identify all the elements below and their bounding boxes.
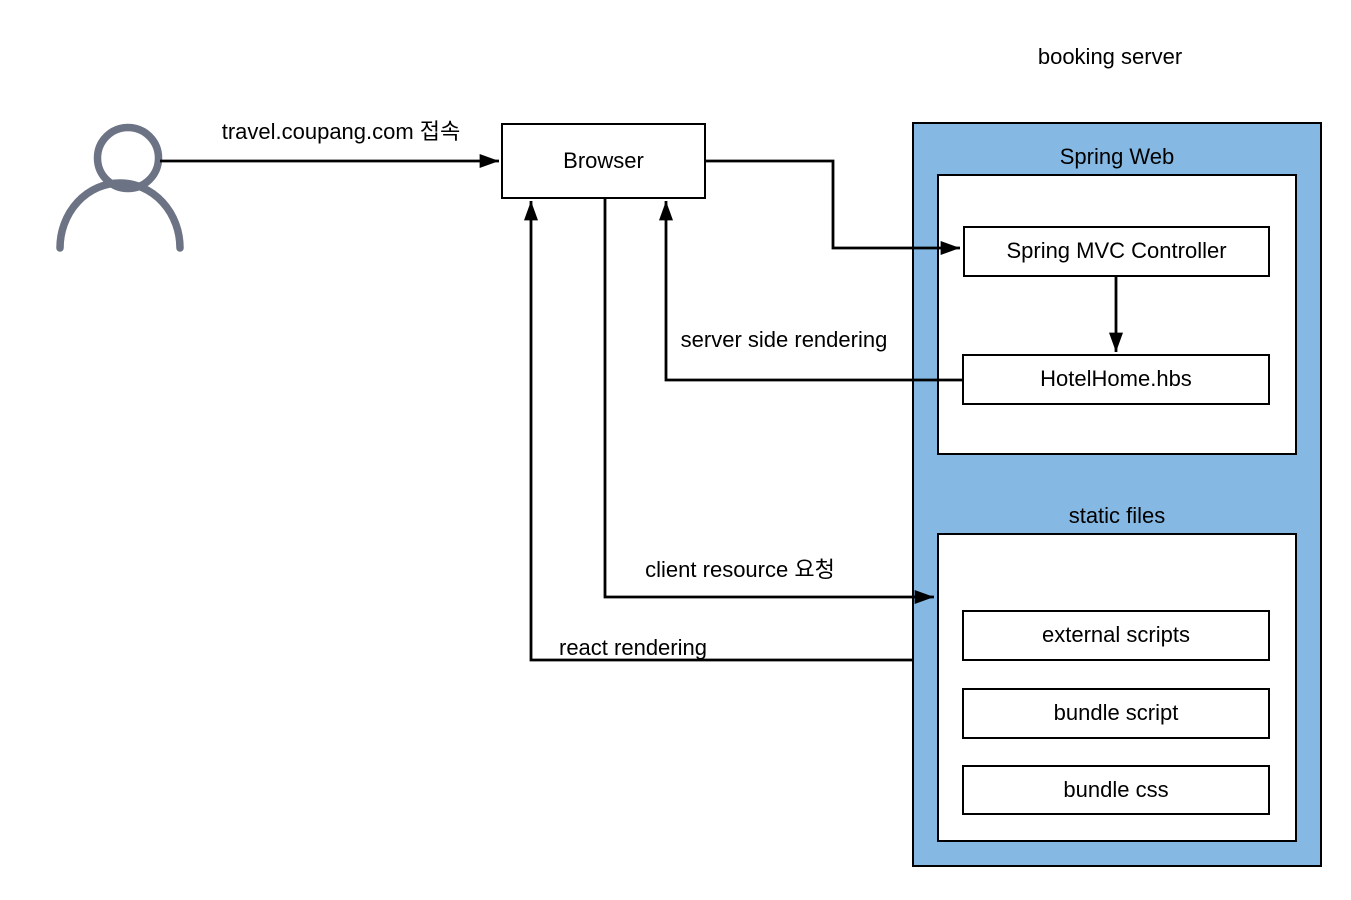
booking-server-title: booking server <box>1037 44 1183 69</box>
bundle-script-label: bundle script <box>1053 700 1179 726</box>
hotelhome-hbs-node: HotelHome.hbs <box>962 354 1270 405</box>
hotelhome-hbs-label: HotelHome.hbs <box>1040 366 1192 392</box>
person-icon <box>56 123 184 252</box>
bundle-script-node: bundle script <box>962 688 1270 739</box>
spring-web-group <box>937 174 1297 455</box>
arrow-client-resource-request <box>603 199 934 604</box>
edge-label-server-side-rendering: server side rendering <box>680 327 888 352</box>
spring-mvc-controller-label: Spring MVC Controller <box>1006 238 1227 264</box>
edge-label-client-resource-request: client resource 요청 <box>645 557 835 582</box>
browser-node: Browser <box>501 123 706 199</box>
edge-label-react-rendering: react rendering <box>559 635 707 660</box>
spring-web-group-label: Spring Web <box>1059 144 1175 169</box>
edge-label-user-to-browser: travel.coupang.com 접속 <box>221 119 461 144</box>
external-scripts-node: external scripts <box>962 610 1270 661</box>
bundle-css-node: bundle css <box>962 765 1270 815</box>
browser-label: Browser <box>563 147 644 173</box>
spring-mvc-controller-node: Spring MVC Controller <box>963 226 1270 277</box>
static-files-group-label: static files <box>1068 503 1166 528</box>
external-scripts-label: external scripts <box>1042 622 1190 648</box>
arrow-react-rendering <box>524 200 912 662</box>
bundle-css-label: bundle css <box>1063 776 1169 802</box>
